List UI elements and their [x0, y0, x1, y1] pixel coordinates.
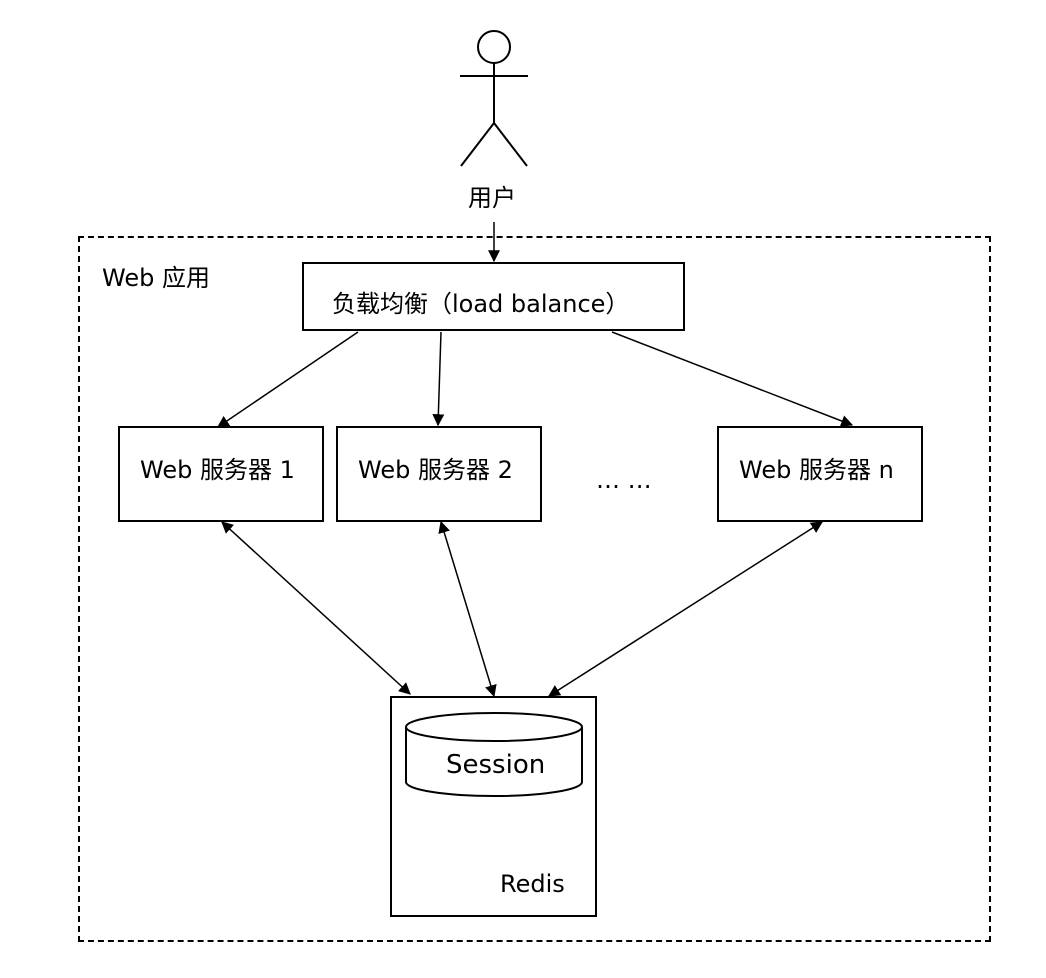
server-box-1: Web 服务器 1: [118, 426, 324, 522]
load-balancer-box: 负载均衡（load balance）: [302, 262, 685, 331]
user-actor-icon: [460, 30, 528, 167]
arrow-server-n-redis: [547, 521, 824, 697]
server-box-2: Web 服务器 2: [336, 426, 542, 522]
ellipsis-label: … …: [596, 466, 652, 494]
user-label: 用户: [468, 184, 516, 212]
server-label: Web 服务器 1: [140, 456, 295, 484]
arrow-lb-to-server-2: [432, 331, 445, 427]
arrow-lb-to-server-1: [217, 331, 359, 428]
arrow-lb-to-server-n: [611, 331, 854, 427]
redis-label: Redis: [500, 870, 565, 898]
web-app-group-label: Web 应用: [102, 264, 210, 292]
session-label: Session: [446, 750, 546, 780]
server-label: Web 服务器 2: [358, 456, 513, 484]
load-balancer-label: 负载均衡（load balance）: [332, 290, 630, 318]
server-box-n: Web 服务器 n: [717, 426, 923, 522]
server-label: Web 服务器 n: [739, 456, 894, 484]
web-app-group: [78, 236, 991, 942]
arrow-server-2-redis: [438, 520, 497, 698]
redis-box: Redis: [390, 696, 597, 917]
arrow-server-1-redis: [221, 521, 411, 695]
session-cylinder-icon: [405, 712, 583, 797]
